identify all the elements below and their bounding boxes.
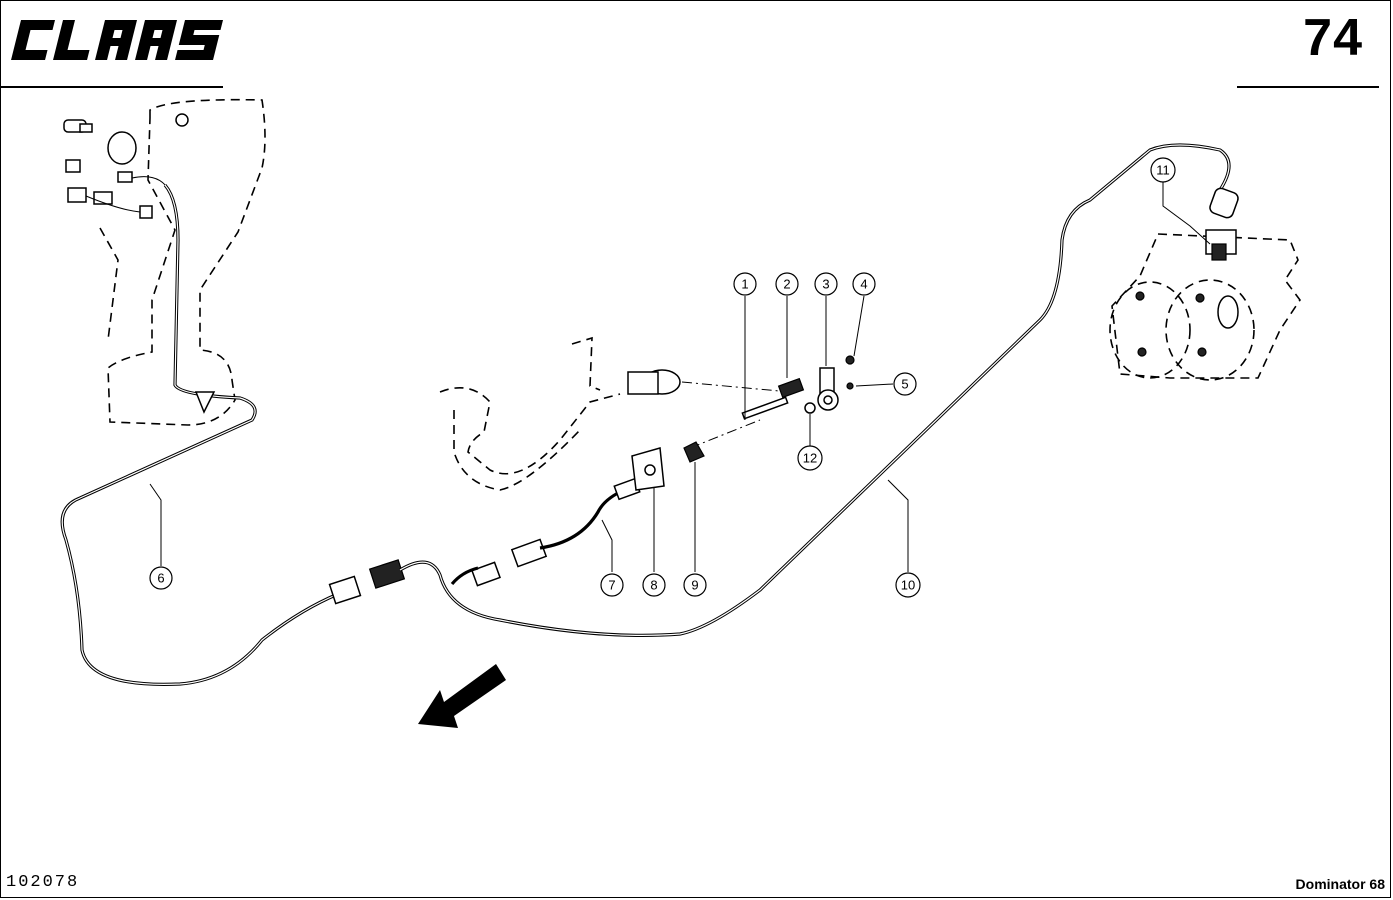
header-divider-right (1237, 86, 1379, 88)
document-number: 102078 (6, 873, 80, 892)
callout-10-label: 10 (901, 578, 915, 593)
callout-8-label: 8 (650, 578, 657, 593)
exploded-parts (631, 355, 855, 491)
direction-arrow-icon (418, 664, 506, 728)
callout-2-label: 2 (783, 277, 790, 292)
callout-7-label: 7 (608, 578, 615, 593)
machine-outline (1109, 187, 1301, 381)
cable-10 (399, 143, 1231, 637)
callout-11-label: 11 (1156, 163, 1170, 178)
callout-5-label: 5 (901, 377, 908, 392)
callout-9-label: 9 (691, 578, 698, 593)
callout-10: 10 (895, 572, 921, 598)
callout-6: 6 (149, 566, 173, 590)
model-name: Dominator 68 (1295, 876, 1385, 892)
callout-12: 12 (797, 445, 823, 471)
pedal-assembly-outline (439, 336, 791, 491)
cable-6 (60, 183, 339, 686)
callout-9: 9 (683, 573, 707, 597)
callout-3-label: 3 (822, 277, 829, 292)
callout-2: 2 (775, 272, 799, 296)
callout-leaders (149, 182, 1211, 572)
connector-pair (328, 538, 548, 605)
callout-5: 5 (893, 372, 917, 396)
callout-4-label: 4 (860, 277, 867, 292)
callout-12-label: 12 (803, 451, 817, 466)
claas-logo (11, 20, 224, 60)
callout-7: 7 (600, 573, 624, 597)
callout-3: 3 (814, 272, 838, 296)
page-number: 74 (1303, 9, 1363, 67)
lead-7 (539, 477, 641, 550)
callout-6-label: 6 (157, 571, 164, 586)
callout-11: 11 (1150, 157, 1176, 183)
callout-1-label: 1 (741, 277, 748, 292)
callout-1: 1 (733, 272, 757, 296)
callout-8: 8 (642, 573, 666, 597)
switch-cluster (63, 119, 171, 219)
callout-4: 4 (852, 272, 876, 296)
header-divider-left (0, 86, 223, 88)
cab-outline (99, 98, 266, 426)
